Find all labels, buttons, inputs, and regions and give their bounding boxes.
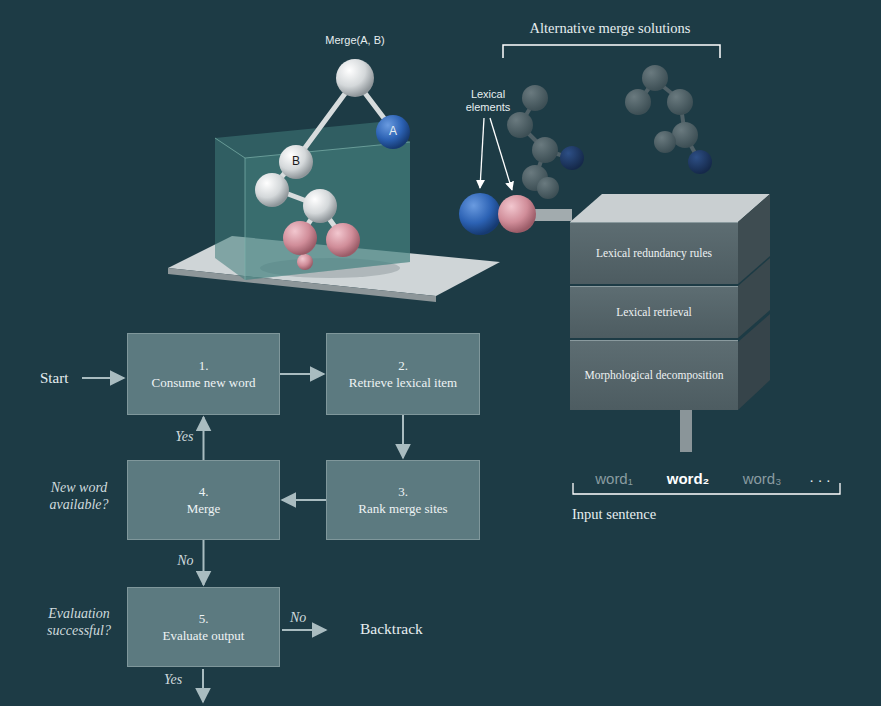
alternative-molecule [520,80,700,188]
glass-cube-edge [245,158,246,280]
node-text: 2. [398,357,408,374]
formula-label: Merge(A, B) [310,34,400,47]
word-token: word₁ [584,470,644,488]
slab-pipe [680,410,692,452]
node-text: Retrieve lexical item [349,374,457,391]
callout-label: Lexical elements [452,88,524,114]
branch-label: No [290,610,320,627]
node-text: 4. [199,483,209,500]
condition-label: New word available? [36,480,122,514]
slab-side-face [738,314,770,410]
word-token: word₂ [658,470,718,488]
backtrack-label: Backtrack [360,620,460,639]
alternative-molecule [507,65,712,199]
lexical-element [498,195,536,233]
process-box: 2.Retrieve lexical item [326,333,480,415]
node-text: Lexical retrieval [616,305,692,320]
node-text: Merge [187,500,221,517]
branch-label: No [160,553,194,569]
word-token: word₃ [732,470,792,488]
exit-arrow [202,669,204,702]
leader-line [480,118,484,188]
module-slab: Lexical retrieval [570,286,738,338]
caption-label: Input sentence [572,506,712,523]
flow-arrow [402,415,404,458]
node-text: 5. [199,610,209,627]
molecule-spheres [255,59,410,270]
flow-arrow [203,417,205,460]
process-box: 1.Consume new word [127,333,280,415]
node-text: Morphological decomposition [585,368,724,383]
start-label: Start [40,369,80,387]
glass-cube-front [245,142,410,280]
process-box: 5.Evaluate output [127,587,280,667]
node-text: 3. [398,483,408,500]
node-letter: A [383,124,403,138]
bracket [503,45,720,58]
process-box: 4.Merge [127,460,280,540]
glass-cube [215,122,410,280]
process-box: 3.Rank merge sites [326,460,480,540]
node-text: Consume new word [152,374,256,391]
bracket-title: Alternative merge solutions [500,20,720,37]
node-text: 1. [199,357,209,374]
backtrack-arrow [282,629,326,631]
module-slab: Lexical redundancy rules [570,222,738,284]
node-text: Rank merge sites [358,500,447,517]
node-letter: B [286,154,306,168]
node-text: Lexical redundancy rules [596,246,712,261]
module-slab: Morphological decomposition [570,340,738,410]
slab-top-face [570,194,770,222]
flow-arrow [282,499,326,501]
start-arrow [82,377,124,379]
node-text: Evaluate output [163,627,245,644]
flow-arrow [203,540,205,585]
leader-line [490,118,512,190]
branch-label: Yes [160,429,194,445]
flow-arrow [280,373,324,375]
lexical-element [459,193,501,235]
branch-label: Yes [164,672,196,689]
condition-label: Evaluation successful? [36,606,122,640]
ellipsis: . . . [800,468,840,486]
molecule-bonds [272,80,393,262]
